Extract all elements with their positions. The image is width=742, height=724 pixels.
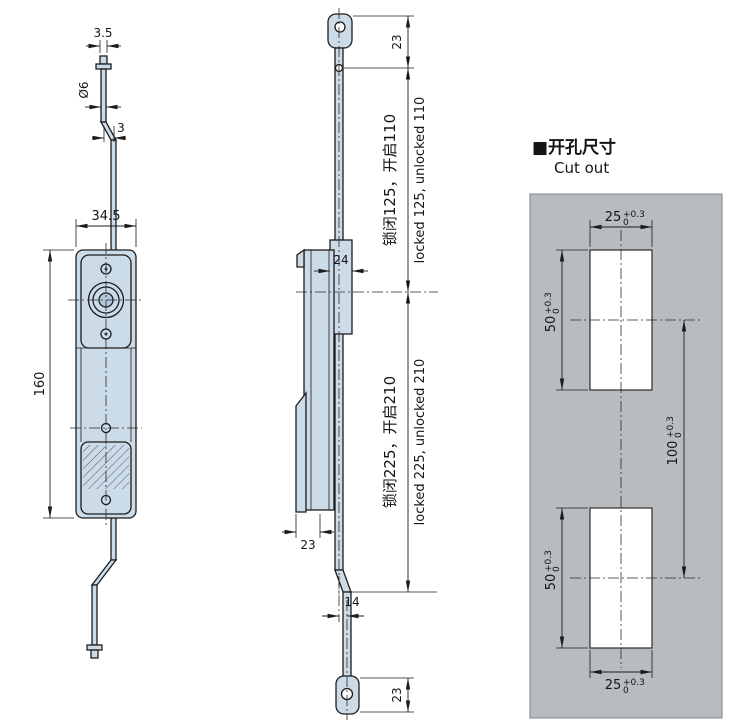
dim-top-pin-label: 23 [390,34,404,49]
dim-pin-diameter: Ø6 [77,81,121,110]
dim-rod-end-offset-label: 14 [344,595,359,609]
dim-slider-width-label: 24 [333,253,348,267]
dim-lower-travel: 锁闭225，开启210 locked 225, unlocked 210 [350,292,437,593]
front-bottom-pin-flange [86,644,103,651]
dim-rod-offset-label: 3 [117,121,125,135]
dim-tolerance-lower: 0 [623,218,629,228]
front-top-pin-flange [95,63,112,70]
top-eyelet-hole [334,21,346,33]
side-view: 23 锁闭125，开启110 locked 125, unlocked 110 … [282,8,438,720]
dim-pin-width: 3.5 [86,26,121,53]
dim-top-height-value: 50 [544,316,559,333]
dim-bottom-pin: 23 [360,677,414,713]
dim-tolerance-upper: +0.3 [544,550,554,572]
cutout-centerlines [570,230,703,668]
dim-tolerance-upper: +0.3 [544,292,554,314]
dim-body-width: 34.5 [75,209,137,247]
dim-bottom-width-value: 25 [605,678,622,693]
dim-spacing-value: 100 [666,441,681,466]
dim-lower-travel-cn: 锁闭225，开启210 [381,376,399,508]
dim-tolerance-upper: +0.3 [666,416,676,438]
dim-tolerance-lower: 0 [623,686,629,696]
cutout-view: ■开孔尺寸 Cut out 25 +0.3 0 5 [529,137,723,719]
dim-tolerance-lower: 0 [552,308,562,314]
front-top-pin-tip [99,55,108,65]
dim-cutout-bottom-height: 50 +0.3 0 [544,507,588,649]
dim-body-height-label: 160 [33,372,48,397]
front-rod [86,55,118,659]
dim-top-width-value: 25 [605,210,622,225]
dim-cutout-spacing: 100 +0.3 0 [666,320,687,578]
case-front-plate [295,391,307,513]
dim-cutout-top-height: 50 +0.3 0 [544,249,588,391]
dim-tolerance-upper: +0.3 [623,678,645,688]
dim-top-pin: 23 [344,15,414,69]
dim-slider-width: 24 [314,253,368,274]
dim-upper-travel: 锁闭125，开启110 locked 125, unlocked 110 [381,68,428,292]
dim-bottom-pin-label: 23 [390,687,404,702]
dim-cutout-top-width: 25 +0.3 0 [589,210,653,247]
dim-pin-width-label: 3.5 [93,26,112,40]
dim-lower-travel-en: locked 225, unlocked 210 [413,359,428,526]
dim-case-depth: 23 [282,514,334,552]
dim-body-width-label: 34.5 [92,209,121,224]
front-centerlines [68,243,144,527]
cutout-title-cn: ■开孔尺寸 [532,137,616,158]
dim-rod-end-offset: 14 [322,576,364,622]
dim-rod-offset: 3 [92,121,126,142]
dim-tolerance-lower: 0 [674,432,684,438]
case-top-tab [296,248,305,268]
front-view: 3.5 Ø6 3 34.5 160 [33,26,144,659]
dim-bottom-height-value: 50 [544,574,559,591]
side-centerlines [296,8,438,720]
dim-body-height: 160 [33,249,74,519]
side-details [310,21,354,701]
dim-case-depth-label: 23 [300,538,315,552]
case-body [303,249,335,511]
dim-pin-diameter-label: Ø6 [77,81,91,98]
dim-tolerance-lower: 0 [552,566,562,572]
dim-tolerance-upper: +0.3 [623,210,645,220]
dim-upper-travel-cn: 锁闭125，开启110 [381,114,399,246]
dim-cutout-bottom-width: 25 +0.3 0 [589,650,653,696]
dim-upper-travel-en: locked 125, unlocked 110 [413,97,428,264]
front-bottom-pin-tip [90,649,99,659]
cutout-title-en: Cut out [554,159,609,177]
